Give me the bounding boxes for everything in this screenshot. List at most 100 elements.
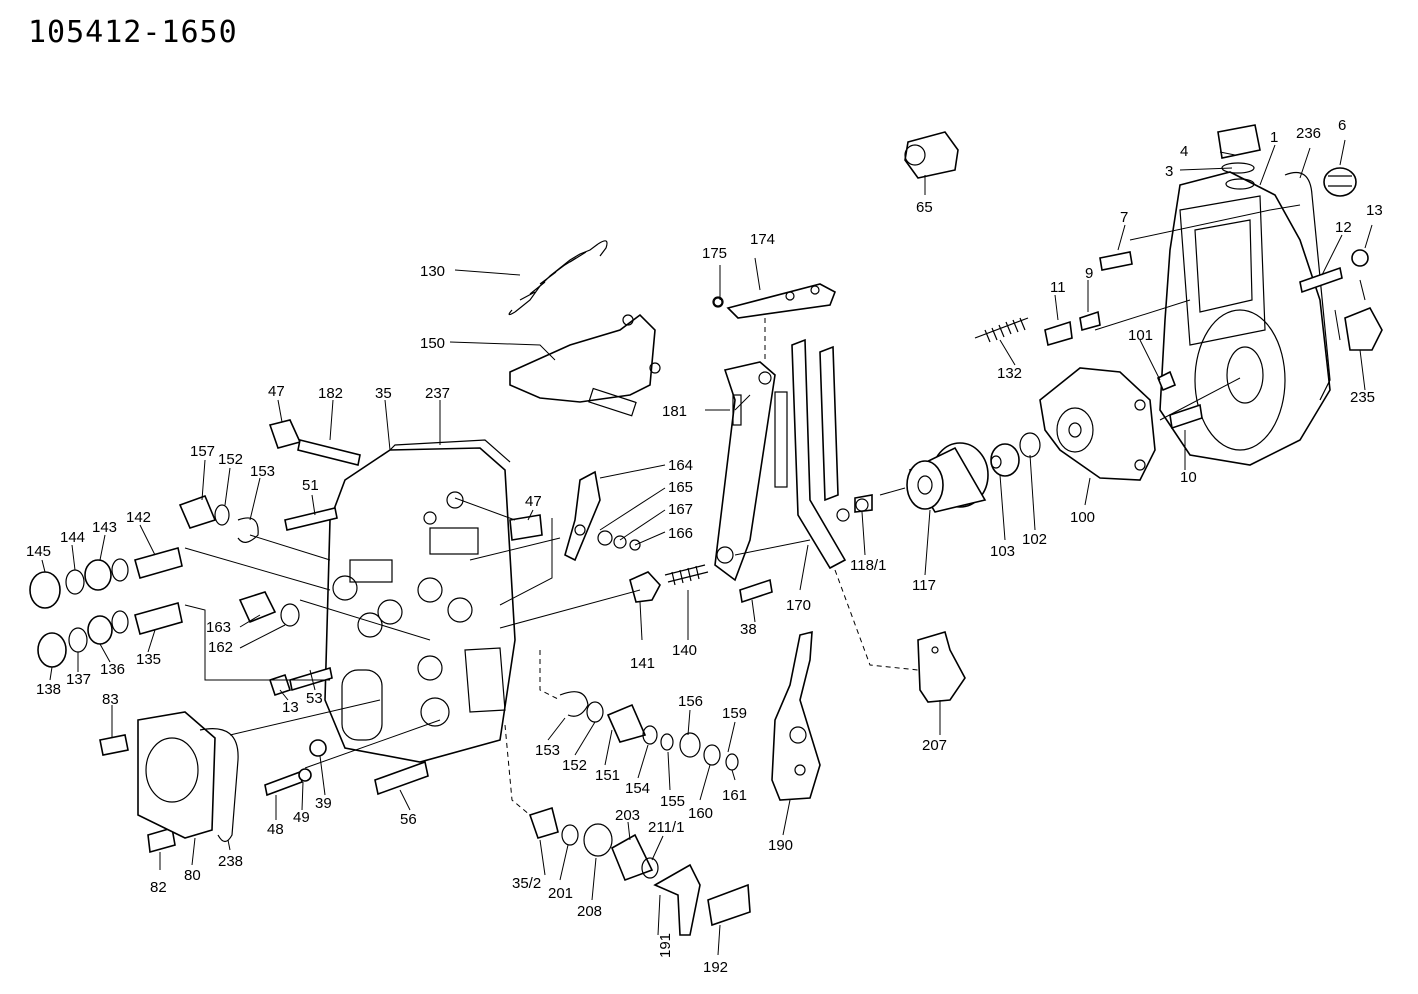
- governor-housing: [324, 439, 516, 763]
- part-label-152-left: 152: [218, 451, 243, 468]
- flyweight-sleeve: [906, 442, 989, 513]
- part-label-154: 154: [625, 780, 650, 797]
- part-label-3: 3: [1165, 163, 1173, 180]
- screw-plug: [1323, 167, 1357, 197]
- part-label-39: 39: [315, 795, 332, 812]
- part-label-6: 6: [1338, 117, 1346, 134]
- assembly-lines: [184, 204, 1366, 816]
- part-label-201: 201: [548, 885, 573, 902]
- left-stop-screws: [29, 547, 183, 668]
- part-label-162: 162: [208, 639, 233, 656]
- part-label-12: 12: [1335, 219, 1352, 236]
- part-label-135: 135: [136, 651, 161, 668]
- part-label-157: 157: [190, 443, 215, 460]
- part-label-150: 150: [420, 335, 445, 352]
- part-label-161: 161: [722, 787, 747, 804]
- stop-device: [528, 806, 701, 936]
- part-label-143: 143: [92, 519, 117, 536]
- part-label-38: 38: [740, 621, 757, 638]
- part-label-181: 181: [662, 403, 687, 420]
- stop-lever: [771, 630, 821, 801]
- part-label-35: 35: [375, 385, 392, 402]
- control-lever: [714, 361, 776, 582]
- governor-lever: [509, 313, 661, 417]
- shim-washers: [990, 432, 1041, 477]
- link-plate: [713, 283, 837, 319]
- part-label-117: 117: [912, 577, 936, 594]
- part-label-53: 53: [306, 690, 323, 707]
- part-label-51: 51: [302, 477, 319, 494]
- part-label-237: 237: [425, 385, 450, 402]
- part-label-82: 82: [150, 879, 167, 896]
- small-washers: [597, 530, 641, 551]
- governor-cover: [1159, 171, 1331, 466]
- part-label-190: 190: [768, 837, 793, 854]
- part-label-49: 49: [293, 809, 310, 826]
- part-label-118-1: 118/1: [850, 557, 886, 574]
- position-sensor: [917, 631, 966, 703]
- part-label-151: 151: [595, 767, 620, 784]
- part-label-83: 83: [102, 691, 119, 708]
- part-label-13-right: 13: [1366, 202, 1383, 219]
- part-label-13-left: 13: [282, 699, 299, 716]
- cover-plate: [137, 711, 239, 843]
- part-label-192: 192: [703, 959, 728, 976]
- part-label-103: 103: [990, 543, 1015, 560]
- part-label-236: 236: [1296, 125, 1321, 142]
- part-label-207: 207: [922, 737, 947, 754]
- part-label-167: 167: [668, 501, 693, 518]
- part-label-155: 155: [660, 793, 685, 810]
- cap-nut: [1344, 306, 1383, 351]
- part-label-153-bottom: 153: [535, 742, 560, 759]
- part-label-4: 4: [1180, 143, 1188, 160]
- part-label-145: 145: [26, 543, 51, 560]
- idle-spring: [974, 317, 1029, 343]
- left-plugs: [178, 494, 300, 627]
- part-label-56: 56: [400, 811, 417, 828]
- part-label-164: 164: [668, 457, 693, 474]
- part-label-142: 142: [126, 509, 151, 526]
- part-label-7: 7: [1120, 209, 1128, 226]
- part-label-132: 132: [997, 365, 1022, 382]
- part-label-163: 163: [206, 619, 231, 636]
- part-label-170: 170: [786, 597, 811, 614]
- part-label-1: 1: [1270, 129, 1278, 146]
- part-label-47-left: 47: [268, 383, 285, 400]
- part-label-11: 11: [1050, 279, 1066, 296]
- part-label-238: 238: [218, 853, 243, 870]
- part-label-102: 102: [1022, 531, 1047, 548]
- adjust-screw: [629, 564, 709, 603]
- part-label-65: 65: [916, 199, 933, 216]
- diagram-title: 105412-1650: [28, 15, 238, 50]
- fork-lever: [774, 338, 847, 570]
- part-label-48: 48: [267, 821, 284, 838]
- part-label-10: 10: [1180, 469, 1197, 486]
- bolts: [99, 249, 1369, 927]
- part-label-153-left: 153: [250, 463, 275, 480]
- part-label-152-bottom: 152: [562, 757, 587, 774]
- part-label-208: 208: [577, 903, 602, 920]
- part-label-174: 174: [750, 231, 775, 248]
- part-label-211-1: 211/1: [648, 819, 684, 836]
- part-label-100: 100: [1070, 509, 1095, 526]
- part-label-35-2: 35/2: [512, 875, 541, 892]
- sleeve-nut: [904, 131, 959, 179]
- part-label-144: 144: [60, 529, 85, 546]
- part-label-175: 175: [702, 245, 727, 262]
- vent-plug: [1217, 124, 1261, 190]
- part-label-138: 138: [36, 681, 61, 698]
- part-label-166: 166: [668, 525, 693, 542]
- part-label-165: 165: [668, 479, 693, 496]
- part-label-136: 136: [100, 661, 125, 678]
- adjusting-link: [564, 470, 601, 562]
- tension-spring: [508, 240, 608, 316]
- small-parts: [712, 296, 1177, 522]
- part-label-235: 235: [1350, 389, 1375, 406]
- part-label-191: 191: [657, 933, 674, 958]
- part-label-156: 156: [678, 693, 703, 710]
- part-labels: 1 3 4 6 7 9 10 11 12 13 13 35 35/2 38 39…: [26, 117, 1383, 976]
- part-label-159: 159: [722, 705, 747, 722]
- part-label-203: 203: [615, 807, 640, 824]
- leader-lines: [41, 139, 1373, 956]
